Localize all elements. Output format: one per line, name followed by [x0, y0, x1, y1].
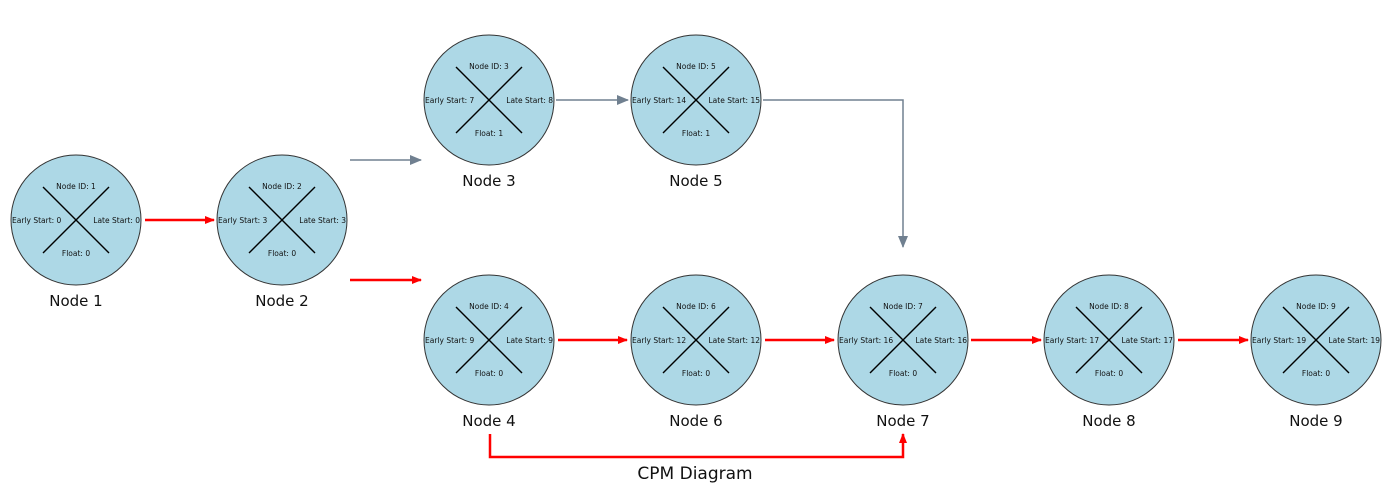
node-9-float: Float: 0: [1302, 369, 1330, 378]
node-1-early-start: Early Start: 0: [12, 216, 62, 225]
node-3-float: Float: 1: [475, 129, 503, 138]
node-9-early-start: Early Start: 19: [1252, 336, 1306, 345]
diagram-title: CPM Diagram: [637, 464, 752, 484]
node-4-late-start: Late Start: 9: [506, 336, 553, 345]
node-7-float: Float: 0: [889, 369, 917, 378]
node-6-early-start: Early Start: 12: [632, 336, 686, 345]
edge-5-7: [763, 99, 908, 248]
node-9-id: Node ID: 9: [1296, 302, 1336, 311]
node-9-label: Node 9: [1289, 412, 1342, 430]
node-7: Node ID: 7 Early Start: 16 Late Start: 1…: [837, 274, 969, 430]
node-2: Node ID: 2 Early Start: 3 Late Start: 3 …: [216, 154, 348, 310]
node-3-id: Node ID: 3: [469, 62, 509, 71]
node-3-late-start: Late Start: 8: [506, 96, 553, 105]
node-8-late-start: Late Start: 17: [1122, 336, 1174, 345]
node-5-cross-2: [662, 66, 730, 134]
node-8-id: Node ID: 8: [1089, 302, 1129, 311]
node-3: Node ID: 3 Early Start: 7 Late Start: 8 …: [423, 34, 555, 190]
node-7-late-start: Late Start: 16: [916, 336, 968, 345]
node-5-late-start: Late Start: 15: [709, 96, 761, 105]
node-6: Node ID: 6 Early Start: 12 Late Start: 1…: [630, 274, 762, 430]
node-2-late-start: Late Start: 3: [299, 216, 346, 225]
node-9-late-start: Late Start: 19: [1329, 336, 1381, 345]
node-1-float: Float: 0: [62, 249, 90, 258]
node-7-cross-2: [869, 306, 937, 374]
node-4-float: Float: 0: [475, 369, 503, 378]
node-2-label: Node 2: [255, 292, 308, 310]
node-6-cross-2: [662, 306, 730, 374]
node-9-cross-2: [1282, 306, 1350, 374]
node-8-float: Float: 0: [1095, 369, 1123, 378]
node-2-early-start: Early Start: 3: [218, 216, 268, 225]
node-7-early-start: Early Start: 16: [839, 336, 893, 345]
node-6-label: Node 6: [669, 412, 722, 430]
node-4-early-start: Early Start: 9: [425, 336, 475, 345]
node-5-label: Node 5: [669, 172, 722, 190]
node-9: Node ID: 9 Early Start: 19 Late Start: 1…: [1250, 274, 1382, 430]
node-7-id: Node ID: 7: [883, 302, 923, 311]
node-4: Node ID: 4 Early Start: 9 Late Start: 9 …: [423, 274, 555, 430]
node-6-id: Node ID: 6: [676, 302, 716, 311]
node-2-cross-2: [248, 186, 316, 254]
node-4-label: Node 4: [462, 412, 515, 430]
node-8-early-start: Early Start: 17: [1045, 336, 1099, 345]
node-1-label: Node 1: [49, 292, 102, 310]
node-8: Node ID: 8 Early Start: 17 Late Start: 1…: [1043, 274, 1175, 430]
edge-4-7: [488, 433, 907, 459]
node-6-late-start: Late Start: 12: [709, 336, 761, 345]
node-5: Node ID: 5 Early Start: 14 Late Start: 1…: [630, 34, 762, 190]
node-2-id: Node ID: 2: [262, 182, 302, 191]
node-7-label: Node 7: [876, 412, 929, 430]
node-2-float: Float: 0: [268, 249, 296, 258]
edges: [145, 95, 1249, 459]
node-6-float: Float: 0: [682, 369, 710, 378]
node-1-cross-2: [42, 186, 110, 254]
node-8-cross-2: [1075, 306, 1143, 374]
node-3-cross-2: [455, 66, 523, 134]
node-1: Node ID: 1 Early Start: 0 Late Start: 0 …: [10, 154, 142, 310]
node-1-id: Node ID: 1: [56, 182, 96, 191]
node-8-label: Node 8: [1082, 412, 1135, 430]
node-3-label: Node 3: [462, 172, 515, 190]
node-1-late-start: Late Start: 0: [93, 216, 140, 225]
node-4-cross-2: [455, 306, 523, 374]
node-5-float: Float: 1: [682, 129, 710, 138]
node-5-id: Node ID: 5: [676, 62, 716, 71]
node-4-id: Node ID: 4: [469, 302, 509, 311]
node-5-early-start: Early Start: 14: [632, 96, 686, 105]
node-3-early-start: Early Start: 7: [425, 96, 475, 105]
